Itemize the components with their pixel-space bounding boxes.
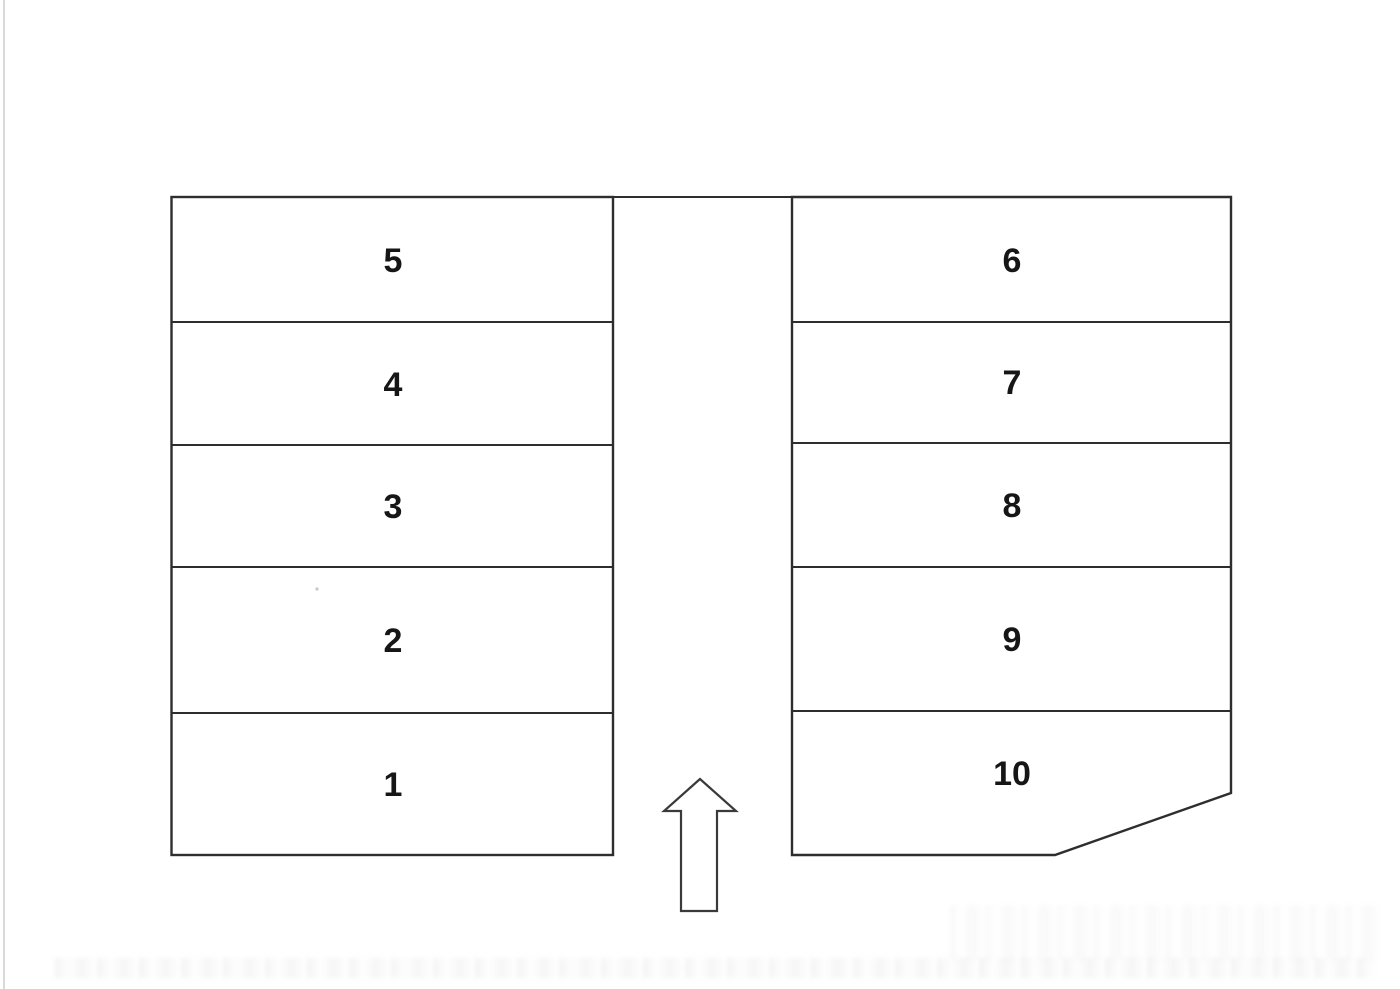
scan-smudge-artifact bbox=[950, 905, 1380, 960]
stall-number: 6 bbox=[1003, 242, 1022, 280]
left-block-outline bbox=[170, 195, 615, 857]
stall-number: 5 bbox=[384, 242, 403, 280]
stall-number: 1 bbox=[384, 766, 403, 804]
scan-edge-artifact bbox=[3, 0, 5, 989]
stall-number: 2 bbox=[384, 622, 403, 660]
right-block-outline bbox=[790, 195, 1233, 857]
stall-number: 8 bbox=[1003, 487, 1022, 525]
up-arrow-icon bbox=[661, 777, 739, 913]
stall-number: 7 bbox=[1003, 364, 1022, 402]
left-stall-block: 5 4 3 2 1 bbox=[170, 195, 615, 857]
scan-speck-artifact bbox=[315, 587, 319, 591]
stall-number: 9 bbox=[1003, 621, 1022, 659]
stall-number: 3 bbox=[384, 488, 403, 526]
stall-number: 10 bbox=[993, 755, 1031, 793]
stall-number: 4 bbox=[384, 366, 403, 404]
right-stall-block: 6 7 8 9 10 bbox=[790, 195, 1233, 857]
scan-smudge-artifact bbox=[55, 958, 1375, 978]
